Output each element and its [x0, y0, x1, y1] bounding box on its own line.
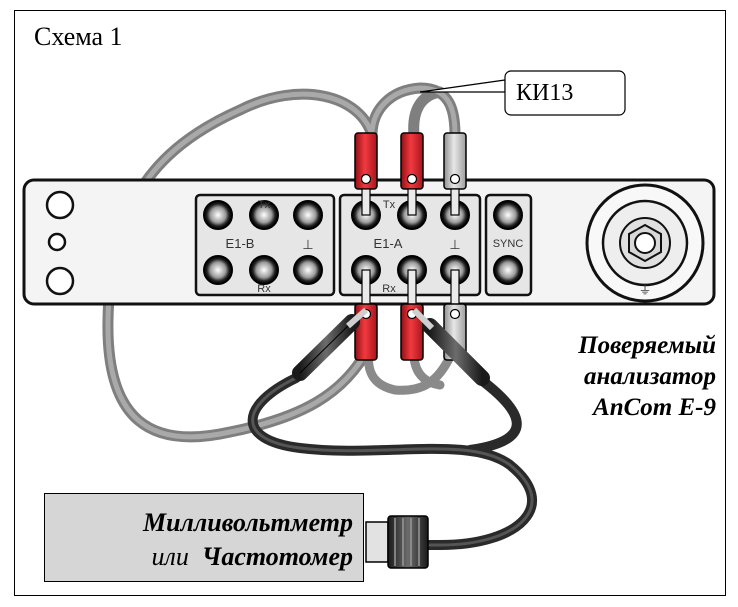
- label-ground-a: ⊥: [449, 237, 460, 252]
- label-group-a: E1-A: [374, 236, 403, 251]
- angled-plug-left: [292, 307, 368, 381]
- dut-line-2: анализатор: [584, 363, 716, 390]
- label-tx-b: Tx: [258, 199, 271, 211]
- earth-symbol: ⏚: [638, 282, 651, 297]
- jacks-e1-b: [203, 200, 323, 285]
- red-plug-4: [400, 303, 424, 361]
- label-ground-b: ⊥: [302, 237, 313, 252]
- dut-line-1: Поверяемый: [578, 332, 716, 359]
- black-cable: [247, 373, 537, 550]
- callout-box: [504, 70, 626, 116]
- dut-line-3: AnCom E-9: [593, 394, 716, 421]
- device-panel: Tx E1-B ⊥ Rx Tx E1-A ⊥ Rx SYNC ⏚: [22, 178, 716, 306]
- meter-name-1: Милливольтметр: [142, 508, 353, 537]
- label-sync: SYNC: [493, 238, 524, 250]
- diagram-title: Схема 1: [34, 22, 123, 51]
- cable-label: КИ13: [516, 80, 574, 106]
- earth-terminal: [585, 183, 705, 303]
- meter-line-2: или Частотомер: [152, 542, 353, 572]
- bnc-connector: [365, 515, 429, 569]
- label-rx-b: Rx: [257, 283, 271, 295]
- meter-or: или: [151, 542, 189, 571]
- device-under-test-label: Поверяемый анализатор AnCom E-9: [496, 330, 716, 423]
- top-plugs: [354, 132, 467, 216]
- meter-name-2: Частотомер: [201, 542, 353, 571]
- meter-box: Милливольтметр или Частотомер: [44, 493, 364, 582]
- label-rx-a: Rx: [382, 283, 396, 295]
- label-group-b: E1-B: [226, 236, 255, 251]
- label-tx-a: Tx: [383, 199, 396, 211]
- diagram-frame: [14, 10, 726, 596]
- angled-plug-right: [411, 307, 490, 386]
- jacks-sync: [493, 200, 523, 285]
